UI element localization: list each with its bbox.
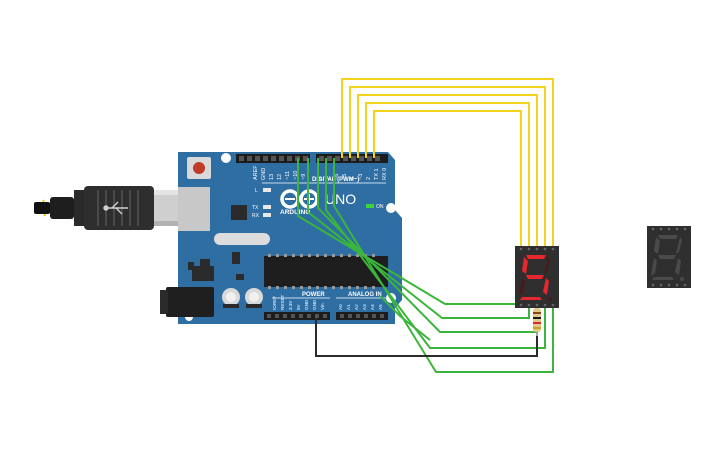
pin-label: AREF [253,165,259,180]
led-rx [263,213,271,217]
pin-label: 2 [366,177,372,180]
pin-label: GND [312,299,317,310]
pin-label: 5V [296,303,301,310]
pin-label: 12 [277,174,283,180]
pin-label: RESET [280,294,285,310]
pin-label: A3 [362,304,367,310]
pin-label: TX 1 [374,168,380,180]
capacitor [222,288,240,308]
led-label: TX [252,205,259,211]
pin-label: GND [304,299,309,310]
pin-label: 8 [318,177,324,180]
seven-segment-display-unconnected[interactable] [647,226,691,288]
power-label: POWER [302,292,325,298]
segment-digit-5 [519,255,552,301]
pin-label: IOREF [272,296,277,310]
pin-label: A4 [370,304,375,310]
led-label: RX [252,213,260,219]
model-label: UNO [325,191,356,207]
power-jack[interactable] [166,287,214,317]
usb-chip [231,205,247,220]
analog-label: ANALOG IN [348,292,382,298]
wire[interactable] [341,78,554,252]
pin-label: ~5 [342,174,348,180]
pin-label: A1 [346,304,351,310]
seven-segment-display-connected[interactable] [515,246,559,308]
voltage-regulator [192,266,214,281]
led-on [366,204,374,208]
wire[interactable] [357,94,538,252]
wire[interactable] [325,158,546,349]
pin-label: ~10 [293,171,299,180]
wire[interactable] [307,158,530,319]
capacitor [245,288,263,308]
led-tx [263,205,271,209]
pin-label: 13 [269,174,275,180]
arduino-uno-board[interactable]: AREF GND 13 12 ~11 ~10 ~9 8 7 ~6 ~5 4 ~3… [160,152,402,324]
pin-label: ~9 [301,174,307,180]
pin-label: A5 [378,304,383,310]
pin-label: ~3 [358,174,364,180]
ground-wire[interactable] [315,318,538,357]
pin-label: 4 [350,177,356,180]
wire[interactable] [379,295,431,341]
led-label: L [255,188,258,194]
usb-symbol-icon [103,201,128,215]
power-pin-header[interactable] [264,312,330,320]
digital-header-label: DIGITAL (PWM~) [312,177,359,183]
pin-label: A2 [354,304,359,310]
wire[interactable] [333,158,554,373]
wire[interactable] [373,110,522,252]
pin-label: ~6 [334,174,340,180]
wire[interactable] [365,102,530,252]
pin-label: A0 [338,304,343,310]
pin-label: Vin [320,303,325,310]
usb-socket [178,187,210,231]
mounting-hole [386,203,396,213]
mounting-hole [221,153,231,163]
pin-label: RX 0 [382,168,388,180]
brand-label: ARDUINO [280,209,310,216]
crystal [214,233,270,245]
on-label: ON [376,204,384,210]
segment-digit-8-unlit [651,235,684,281]
pin-label: 3.3V [288,300,293,310]
wire[interactable] [349,86,546,252]
led-l [263,188,271,192]
pin-label: GND [261,168,267,180]
pin-label: 7 [326,177,332,180]
analog-pin-header[interactable] [336,312,388,320]
digital-wires[interactable] [341,78,554,252]
pin-label: ~11 [285,171,291,180]
reset-button[interactable] [187,157,211,179]
